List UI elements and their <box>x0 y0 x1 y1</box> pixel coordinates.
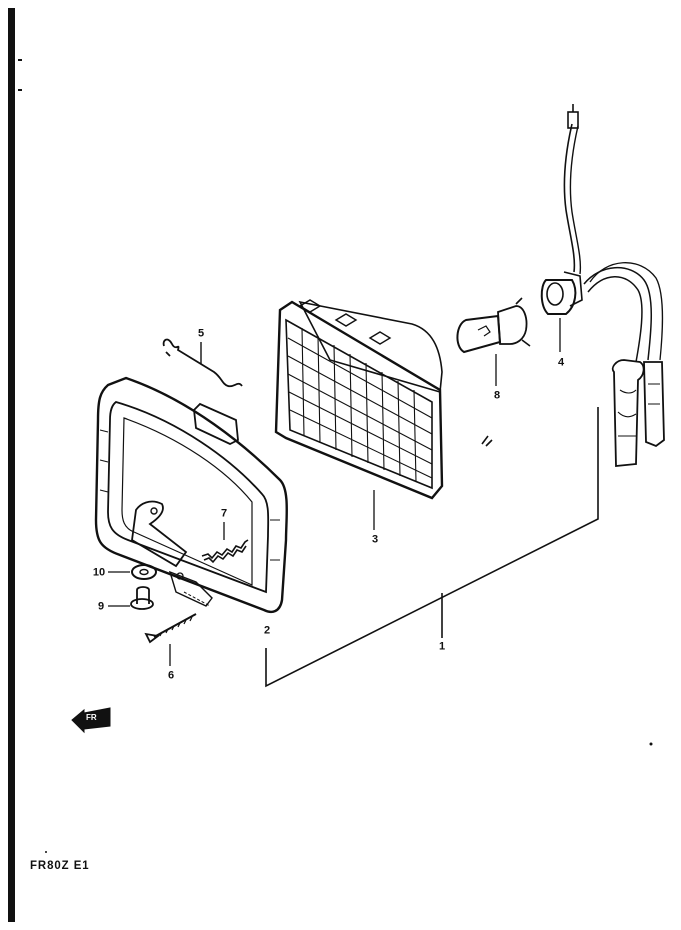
bolt-part <box>108 586 154 610</box>
callout-part-9: 9 <box>97 600 105 613</box>
scan-mark <box>649 742 653 746</box>
callout-part-1: 1 <box>438 640 446 653</box>
washer-part <box>108 564 157 580</box>
spring-clip-part <box>162 338 243 388</box>
callout-part-10: 10 <box>92 566 106 579</box>
headlight-rim-part <box>94 376 288 614</box>
front-direction-arrow-icon <box>71 707 111 734</box>
callout-part-3: 3 <box>371 533 379 546</box>
bulb-part <box>456 297 531 386</box>
sealed-beam-unit-part <box>274 299 444 530</box>
adjusting-screw-part <box>144 591 211 666</box>
front-badge-label: FR <box>86 713 97 722</box>
socket-wiring-part <box>540 104 665 467</box>
adjusting-spring-part <box>201 522 249 564</box>
assembly-bracket <box>265 407 599 688</box>
page-binding-edge <box>8 8 15 922</box>
callout-part-5: 5 <box>197 327 205 340</box>
scan-mark <box>481 435 493 447</box>
callout-part-7: 7 <box>220 507 228 520</box>
callout-part-2: 2 <box>263 624 271 637</box>
callout-part-4: 4 <box>557 356 565 369</box>
callout-part-6: 6 <box>167 669 175 682</box>
scan-mark <box>45 851 47 853</box>
callout-part-8: 8 <box>493 389 501 402</box>
diagram-reference-code: FR80Z E1 <box>30 858 90 872</box>
